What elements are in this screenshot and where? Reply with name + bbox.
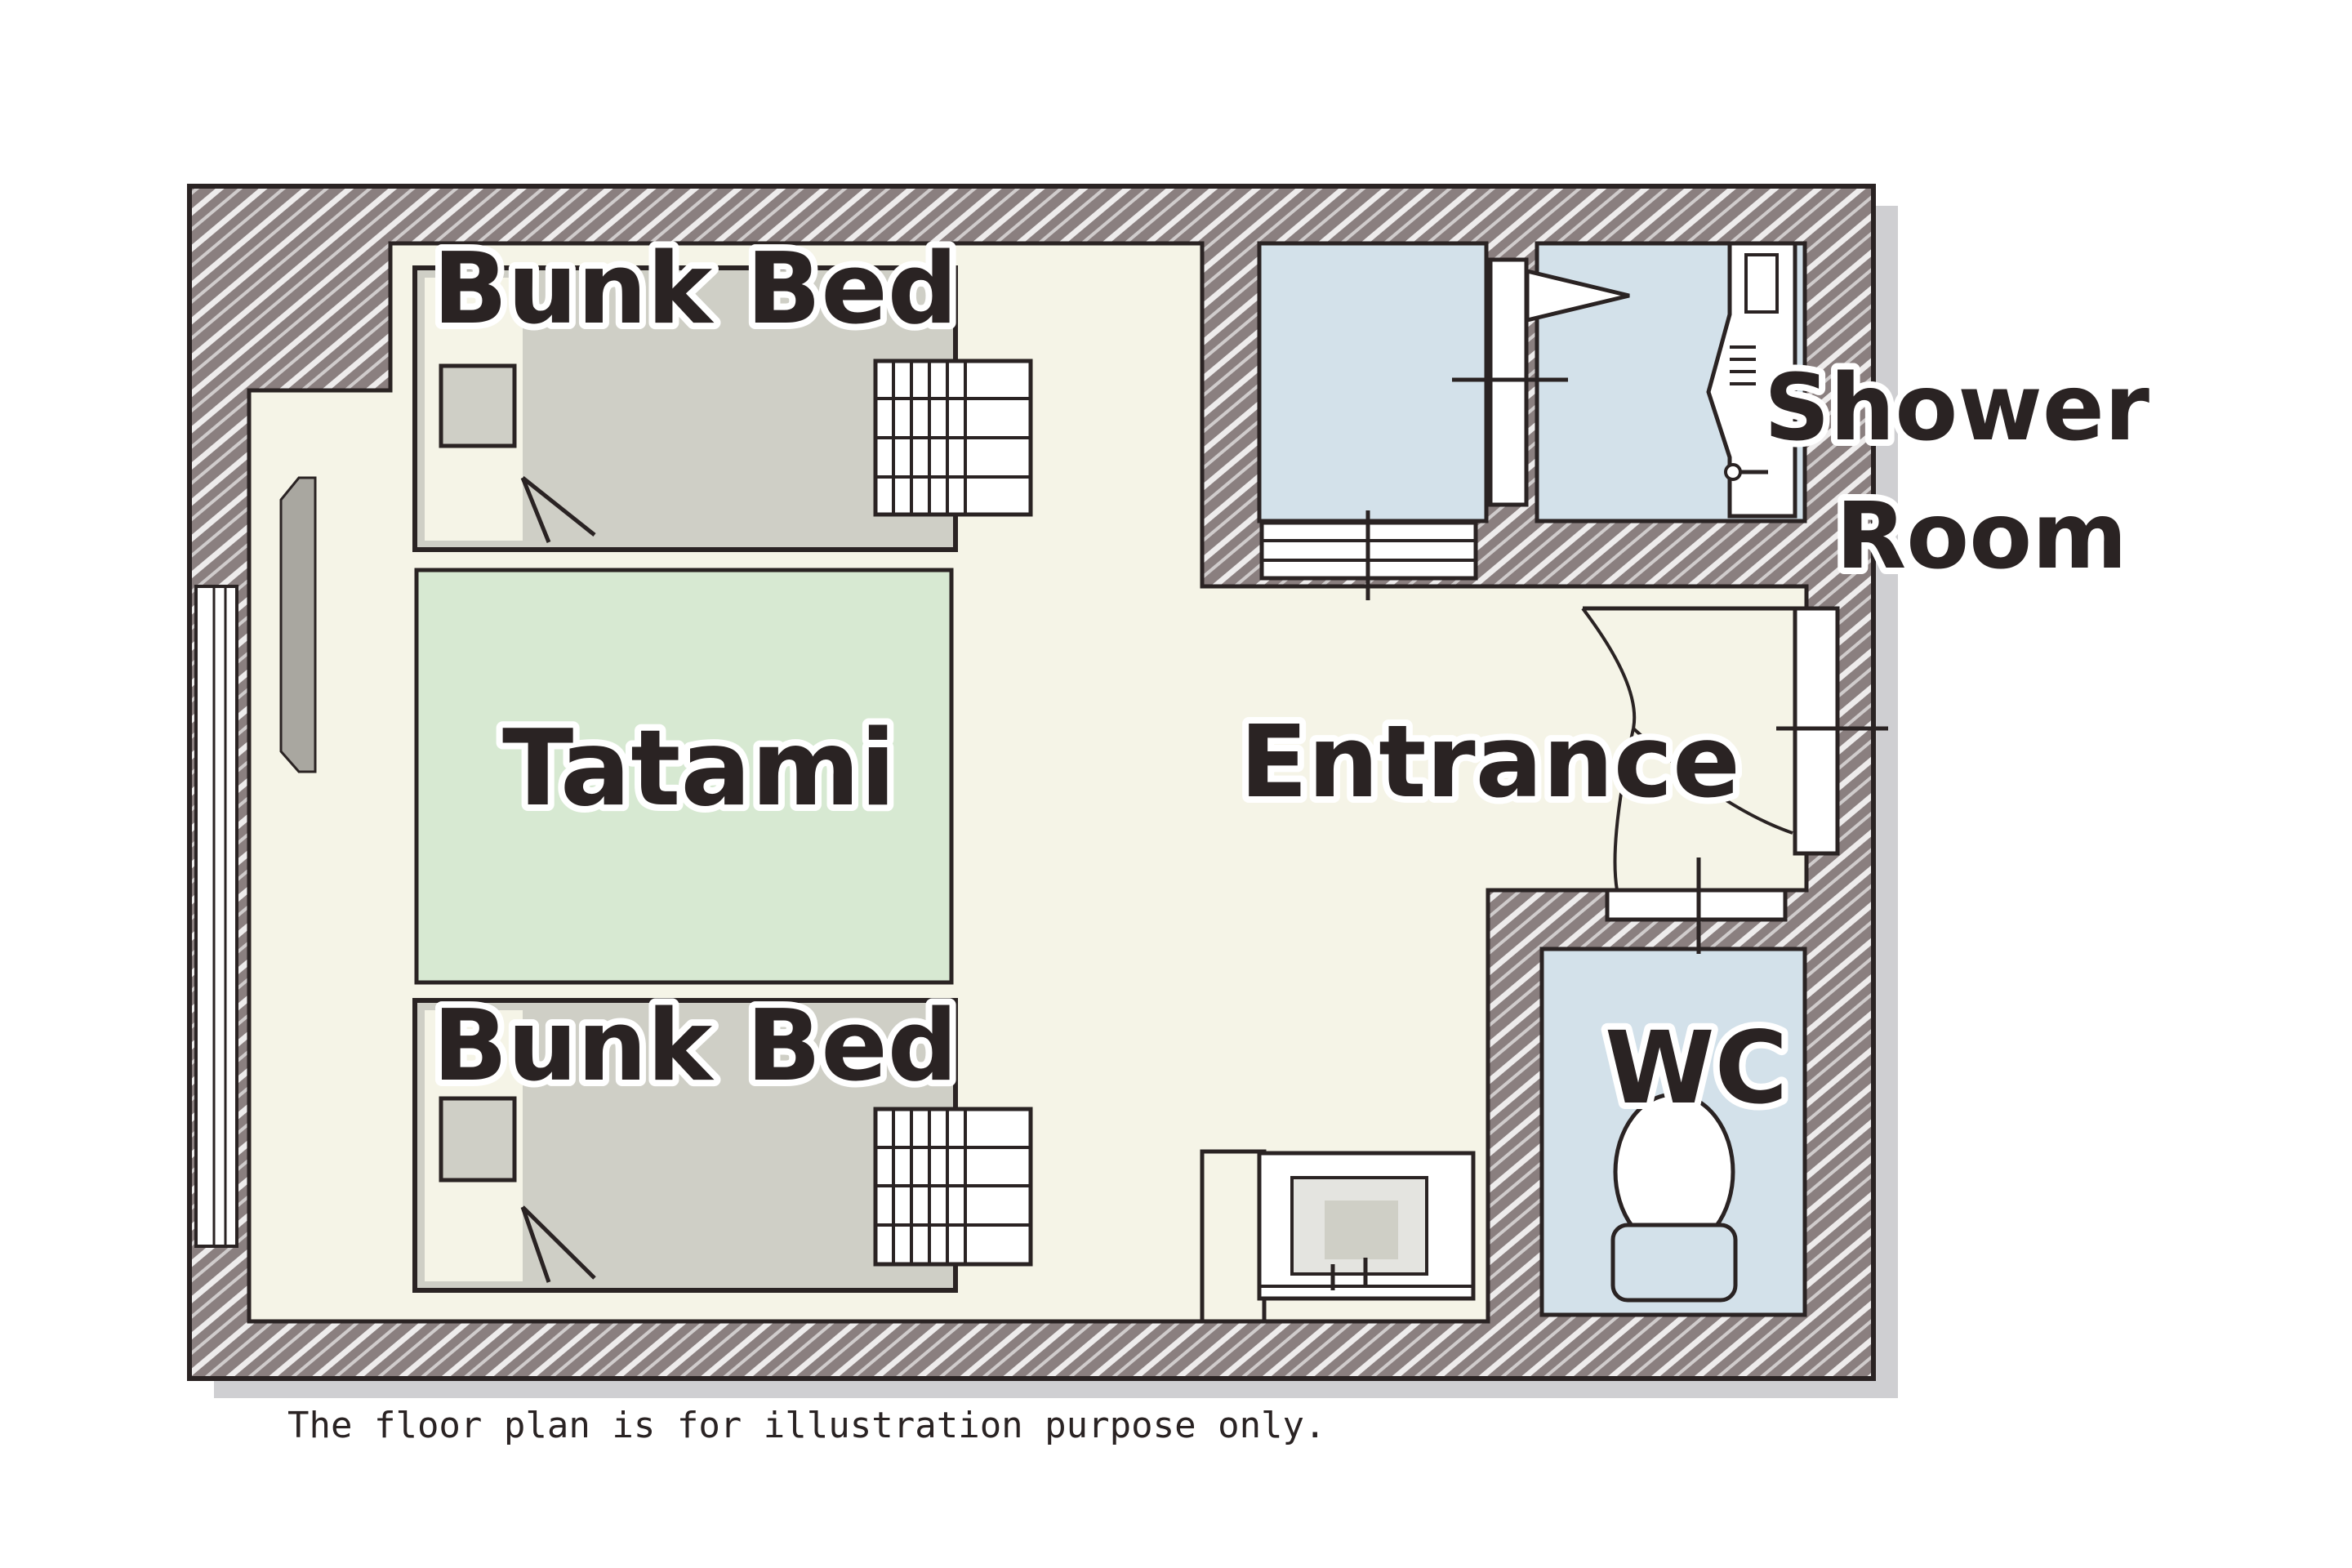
wall-shelf bbox=[279, 476, 317, 773]
footnote: The floor plan is for illustration purpo… bbox=[287, 1405, 1326, 1446]
tatami-label: Tatami bbox=[502, 708, 896, 830]
entrance-door bbox=[1581, 606, 1888, 891]
kitchen-sink bbox=[1257, 1151, 1476, 1301]
left-window bbox=[194, 585, 238, 1248]
toilet bbox=[1610, 1092, 1738, 1303]
bunk-bed-top-label: Bunk Bed bbox=[433, 233, 958, 346]
tatami-mat bbox=[414, 568, 954, 985]
vanity-unit bbox=[1706, 241, 1797, 519]
bunk-bed-bottom bbox=[412, 998, 1033, 1293]
shower-door-sliding bbox=[1259, 510, 1478, 600]
bunk-bed-bottom-label: Bunk Bed bbox=[433, 990, 958, 1103]
wc-label: WC bbox=[1605, 1010, 1788, 1126]
shower-room-a bbox=[1257, 241, 1489, 523]
wc-door bbox=[1605, 858, 1788, 954]
shower-room-label-line2: Room bbox=[1836, 483, 2127, 590]
shower-room-label-line1: Shower bbox=[1764, 355, 2149, 461]
shower-partition bbox=[1452, 257, 1630, 507]
bunk-bed-top bbox=[412, 265, 1033, 552]
entrance-label: Entrance bbox=[1240, 704, 1740, 820]
